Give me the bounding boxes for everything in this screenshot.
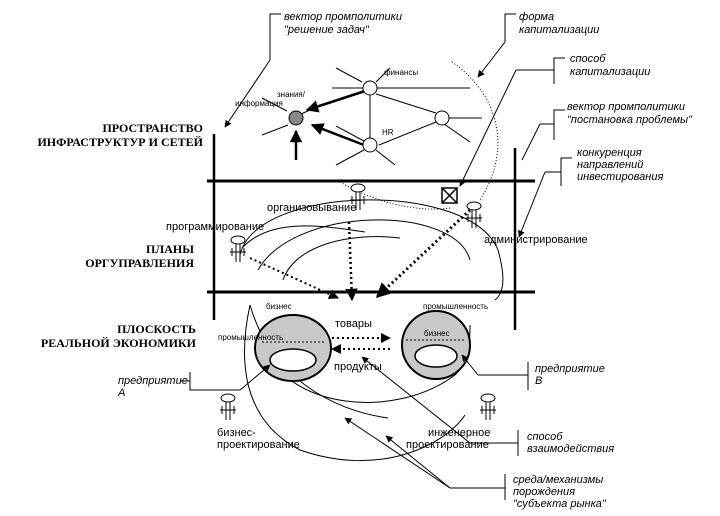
- callout-enterprise-a: предприятие А: [117, 364, 271, 399]
- svg-text:ИНФРАСТРУКТУР И СЕТЕЙ: ИНФРАСТРУКТУР И СЕТЕЙ: [37, 135, 203, 149]
- infrastructure-network: знания/ информация финансы HR: [235, 67, 482, 166]
- callout-enterprise-b: предприятие В: [461, 354, 605, 390]
- svg-text:инвестирования: инвестирования: [577, 171, 663, 183]
- activity-administration: администрирование: [484, 234, 588, 246]
- callout-capitalization-form: форма капитализации: [477, 11, 599, 78]
- activity-engineering-design: инженерное: [428, 427, 490, 439]
- person-administrator: [466, 201, 482, 228]
- products-flow: продукты: [331, 344, 390, 373]
- svg-text:капитализации: капитализации: [519, 24, 599, 36]
- svg-text:вектор промполитики: вектор промполитики: [567, 101, 685, 113]
- svg-text:товары: товары: [335, 318, 372, 330]
- svg-text:среда/механизмы: среда/механизмы: [513, 474, 603, 486]
- finance-label: финансы: [384, 68, 418, 77]
- svg-text:способ: способ: [527, 431, 563, 443]
- callout-market-subject: среда/механизмы порождения "субъекта рын…: [344, 417, 607, 510]
- management-arrows: [249, 208, 472, 302]
- svg-text:РЕАЛЬНОЙ ЭКОНОМИКИ: РЕАЛЬНОЙ ЭКОНОМИКИ: [41, 336, 197, 350]
- capitalization-form-flow: [339, 61, 499, 210]
- svg-text:конкуренция: конкуренция: [577, 147, 642, 159]
- person-programmer: [230, 235, 246, 262]
- svg-text:предприятие: предприятие: [535, 363, 605, 375]
- svg-text:вектор промполитики: вектор промполитики: [284, 11, 402, 23]
- svg-text:промышленность: промышленность: [218, 333, 283, 342]
- svg-text:капитализации: капитализации: [570, 66, 650, 78]
- callout-policy-vector-tasks: вектор промполитики "решение задач": [224, 11, 402, 128]
- hr-node: [362, 137, 378, 153]
- layer-title-management: ПЛАНЫ ОРГУПРАВЛЕНИЯ: [85, 242, 194, 270]
- enterprise-a: бизнес промышленность: [218, 302, 332, 382]
- callout-policy-vector-problem: вектор промполитики "постановка проблемы…: [521, 101, 693, 161]
- svg-text:направлений: направлений: [577, 159, 643, 171]
- person-business-designer: [220, 393, 236, 420]
- goods-flow: товары: [332, 318, 391, 343]
- svg-text:А: А: [117, 387, 125, 399]
- activity-loops: [239, 199, 504, 462]
- hr-label: HR: [382, 128, 394, 137]
- activity-business-design-2: проектирование: [217, 439, 300, 451]
- network-node: [434, 110, 450, 126]
- svg-text:предприятие: предприятие: [118, 375, 188, 387]
- svg-text:промышленность: промышленность: [423, 302, 488, 311]
- activity-engineering-design-2: проектирование: [406, 439, 489, 451]
- svg-text:бизнес: бизнес: [424, 329, 450, 338]
- person-organizer: [350, 183, 366, 210]
- activity-business-design: бизнес-: [217, 427, 256, 439]
- svg-text:ОРГУПРАВЛЕНИЯ: ОРГУПРАВЛЕНИЯ: [85, 256, 194, 270]
- layer-frames: [207, 134, 535, 330]
- callout-capitalization-method: способ капитализации: [459, 53, 650, 187]
- svg-text:"решение задач": "решение задач": [284, 24, 370, 36]
- finance-node: [362, 80, 378, 96]
- callout-interaction-method: способ взаимодействия: [361, 356, 614, 456]
- knowledge-label-2: информация: [235, 99, 283, 108]
- person-engineering-designer: [480, 393, 496, 420]
- enterprise-b: бизнес промышленность: [401, 302, 488, 380]
- svg-text:бизнес: бизнес: [266, 302, 292, 311]
- svg-text:"субъекта рынка": "субъекта рынка": [513, 498, 607, 510]
- svg-text:продукты: продукты: [334, 361, 382, 373]
- activity-organizing: организовывание: [267, 202, 356, 214]
- svg-text:"постановка проблемы": "постановка проблемы": [567, 114, 693, 126]
- svg-text:ПЛОСКОСТЬ: ПЛОСКОСТЬ: [117, 322, 196, 336]
- knowledge-node: [288, 110, 304, 126]
- svg-text:В: В: [535, 375, 542, 387]
- svg-text:ПЛАНЫ: ПЛАНЫ: [146, 242, 194, 256]
- svg-text:ПРОСТРАНСТВО: ПРОСТРАНСТВО: [102, 121, 203, 135]
- activity-programming: программирование: [166, 221, 264, 233]
- callout-investment-competition: конкуренция направлений инвестирования: [518, 147, 663, 238]
- svg-text:взаимодействия: взаимодействия: [527, 443, 614, 455]
- layer-title-economy: ПЛОСКОСТЬ РЕАЛЬНОЙ ЭКОНОМИКИ: [41, 322, 197, 350]
- svg-text:способ: способ: [570, 53, 606, 65]
- svg-text:форма: форма: [519, 11, 554, 23]
- layer-title-infrastructure: ПРОСТРАНСТВО ИНФРАСТРУКТУР И СЕТЕЙ: [37, 121, 203, 149]
- knowledge-label: знания/: [277, 90, 306, 99]
- svg-text:порождения: порождения: [513, 486, 575, 498]
